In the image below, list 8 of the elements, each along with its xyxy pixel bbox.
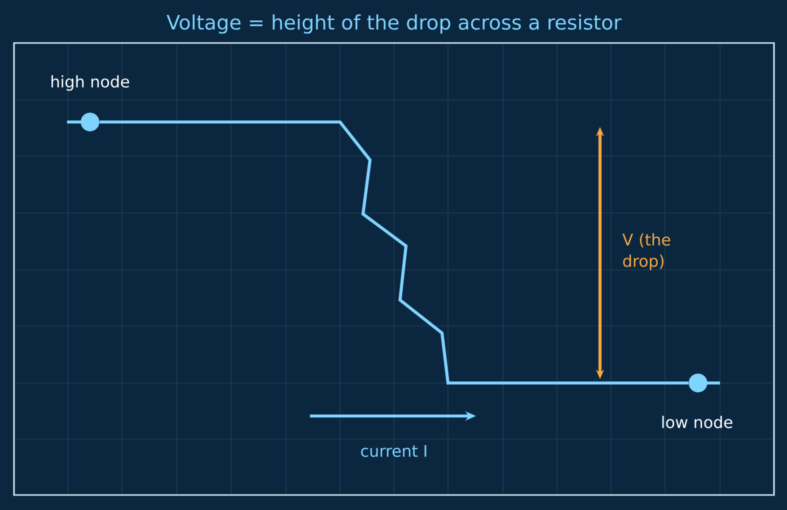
- current-label: current I: [361, 445, 426, 457]
- wire-node-dot: [688, 374, 708, 392]
- node-label: high node: [52, 75, 130, 91]
- resistor-wire: [100, 120, 688, 385]
- node-label: low node: [662, 416, 732, 428]
- title: Voltage = height of the drop across a resistor: [166, 14, 622, 34]
- voltage-label: V (the drop): [622, 233, 670, 270]
- wire-node-dot: [80, 112, 100, 132]
